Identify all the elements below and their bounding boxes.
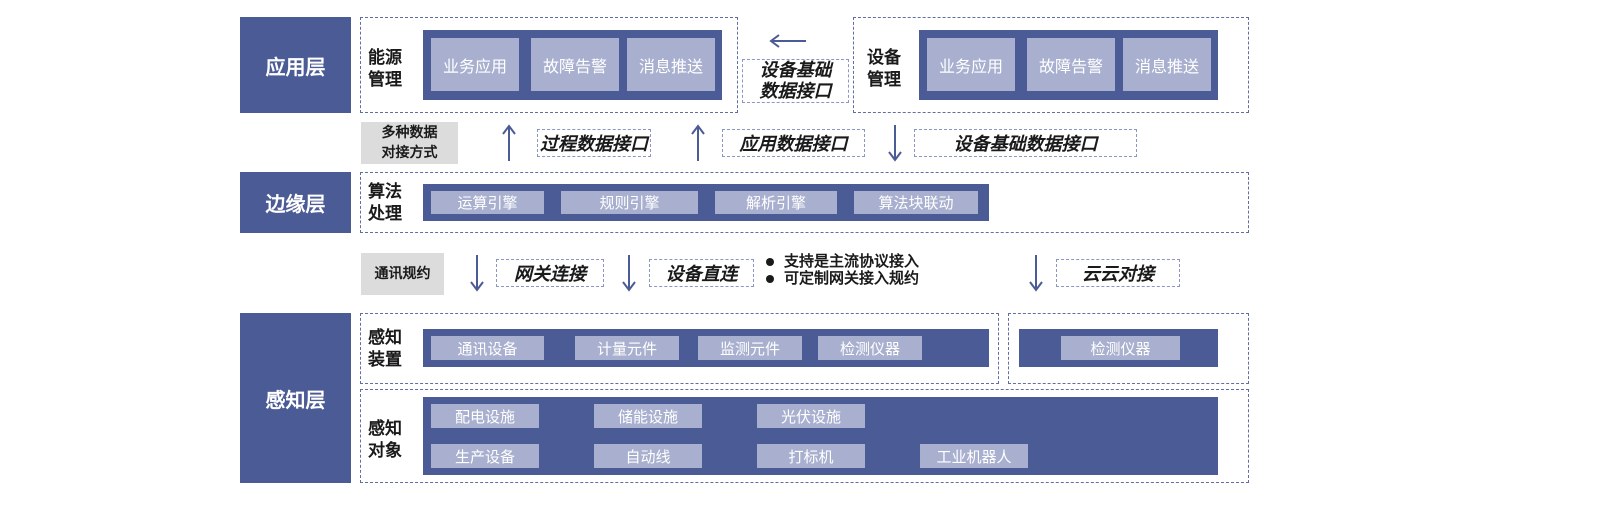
bullet-item: 支持是主流协议接入 [766,253,919,270]
energy-chip-business: 业务应用 [431,38,519,91]
arrow-up-icon [691,124,705,161]
sense-object-line2: 对象 [368,441,402,461]
bullet-dot-icon [766,257,774,266]
data-docking-label: 多种数据 对接方式 [361,122,458,164]
device-chip-business: 业务应用 [927,38,1015,91]
arrow-down-icon [622,255,636,292]
process-data-interface: 过程数据接口 [537,129,651,157]
bullet-text-1: 支持是主流协议接入 [784,252,920,270]
arrow-down-icon [1029,255,1043,292]
device-label-line1: 设备 [867,48,901,68]
arrow-up-icon [502,124,516,161]
sense-object-line1: 感知 [368,419,402,439]
energy-management-panel [360,17,738,113]
bullet-item: 可定制网关接入规约 [766,270,919,287]
layer-label-application: 应用层 [240,17,351,113]
chip-compute-engine: 运算引擎 [431,191,544,214]
bullet-text-2: 可定制网关接入规约 [784,269,920,287]
chip-comm-device: 通讯设备 [431,336,544,360]
cloud-to-cloud: 云云对接 [1056,259,1180,287]
arrow-down-icon [470,255,484,292]
energy-label-line2: 管理 [368,70,402,90]
device-management-panel [853,17,1249,113]
layer-label-perception: 感知层 [240,313,351,483]
device-interface-line2: 数据接口 [759,81,832,102]
chip-distribution-facility: 配电设施 [431,404,539,428]
protocol-label: 通讯规约 [361,253,444,295]
algo-label-line2: 处理 [368,204,402,224]
docking-label-line2: 对接方式 [381,145,438,161]
chip-storage-facility: 储能设施 [594,404,702,428]
chip-parse-engine: 解析引擎 [715,191,837,214]
perception-device-panel [360,313,999,384]
algorithm-processing-panel [360,172,1249,233]
perception-object-panel [360,389,1249,483]
bullet-dot-icon [766,274,774,283]
energy-management-label: 能源 管理 [368,47,402,91]
sense-device-line2: 装置 [368,350,402,370]
chip-production-equipment: 生产设备 [431,444,539,468]
chip-test-instrument: 检测仪器 [818,336,922,360]
energy-chip-push: 消息推送 [627,38,715,91]
arrow-down-icon [888,125,902,162]
chip-marking-machine: 打标机 [757,444,865,468]
arrow-left-icon [769,34,806,48]
device-chip-push: 消息推送 [1123,38,1211,91]
device-chip-alarm: 故障告警 [1027,38,1115,91]
chip-test-instrument-right: 检测仪器 [1061,336,1180,360]
gateway-connection: 网关连接 [496,259,604,287]
device-interface-line1: 设备基础 [759,60,832,81]
perception-device-label: 感知 装置 [368,327,402,371]
chip-algorithm-linkage: 算法块联动 [854,191,978,214]
chip-pv-facility: 光伏设施 [757,404,865,428]
chip-industrial-robot: 工业机器人 [920,444,1028,468]
chip-metering-element: 计量元件 [575,336,679,360]
algorithm-processing-label: 算法 处理 [368,181,402,225]
application-data-interface: 应用数据接口 [722,129,865,157]
chip-automatic-line: 自动线 [594,444,702,468]
device-base-data-interface-2: 设备基础数据接口 [914,129,1137,157]
protocol-bullets: 支持是主流协议接入 可定制网关接入规约 [766,253,919,287]
chip-rule-engine: 规则引擎 [561,191,698,214]
device-label-line2: 管理 [867,70,901,90]
chip-monitoring-element: 监测元件 [698,336,802,360]
device-management-label: 设备 管理 [867,47,901,91]
perception-object-label: 感知 对象 [368,418,402,462]
algo-label-line1: 算法 [368,182,402,202]
sense-device-line1: 感知 [368,328,402,348]
energy-chip-alarm: 故障告警 [531,38,619,91]
perception-device-right-panel [1008,313,1249,384]
layer-label-edge: 边缘层 [240,172,351,233]
device-base-data-interface: 设备基础 数据接口 [742,59,849,103]
energy-label-line1: 能源 [368,48,402,68]
device-direct-connection: 设备直连 [649,259,754,287]
docking-label-line1: 多种数据 [381,125,438,141]
